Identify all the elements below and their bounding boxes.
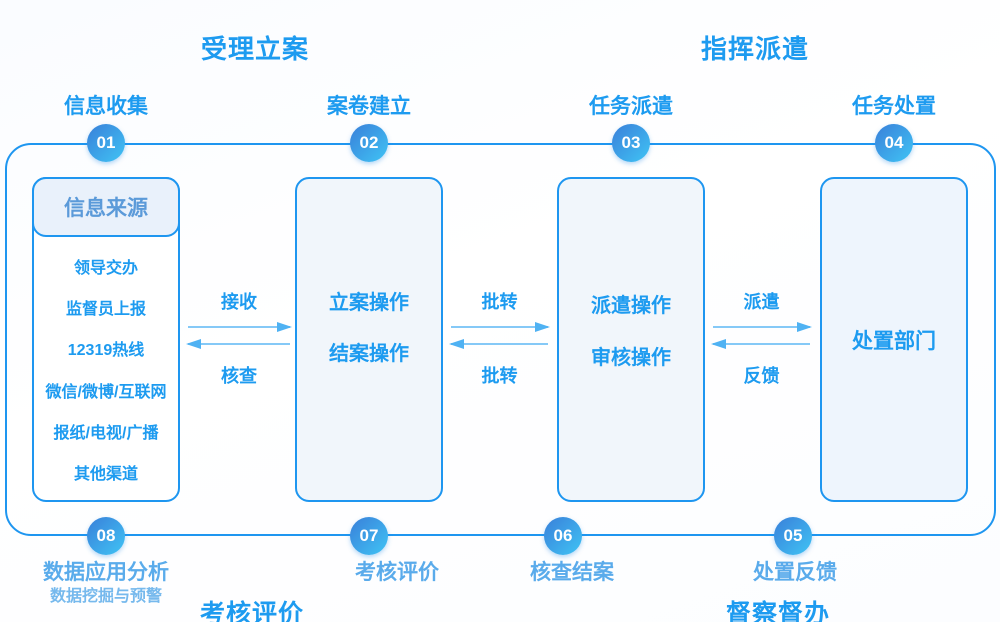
- arrow-right-icon: [277, 322, 292, 332]
- info-source-list: 领导交办 监督员上报 12319热线 微信/微博/互联网 报纸/电视/广播 其他…: [34, 239, 178, 499]
- stage-circle-08: 08: [87, 517, 125, 555]
- dispatch-operation-box: 派遣操作 审核操作: [557, 177, 705, 502]
- source-item-supervisor: 监督员上报: [65, 300, 146, 318]
- workflow-frame: [5, 143, 996, 536]
- info-source-box: 信息来源 领导交办 监督员上报 12319热线 微信/微博/互联网 报纸/电视/…: [32, 177, 180, 502]
- arrow-label-receive: 接收: [221, 292, 257, 312]
- arrow-right-line: [188, 322, 292, 332]
- stage-header-info-collection: 信息收集: [64, 95, 148, 118]
- section-title-command-dispatch: 指挥派遣: [700, 34, 809, 64]
- review-op-label: 审核操作: [591, 347, 671, 369]
- info-source-header: 信息来源: [32, 177, 180, 237]
- stage-circle-03: 03: [612, 124, 650, 162]
- section-title-assessment: 考核评价: [199, 600, 304, 622]
- arrow-left-line: [449, 339, 548, 349]
- bottom-label-data-analysis: 数据应用分析: [43, 561, 169, 584]
- stage-circle-07: 07: [350, 517, 388, 555]
- arrow-group-receive-verify: 接收 核查: [186, 288, 292, 388]
- arrow-label-feedback: 反馈: [743, 366, 780, 386]
- stage-circle-04: 04: [875, 124, 913, 162]
- arrow-right-line: [713, 322, 812, 332]
- arrow-left-icon: [449, 339, 464, 349]
- arrow-left-line: [186, 339, 290, 349]
- source-item-press: 报纸/电视/广播: [53, 424, 159, 442]
- source-item-leader: 领导交办: [73, 259, 138, 277]
- source-item-hotline: 12319热线: [67, 342, 145, 360]
- bottom-label-handling-feedback: 处置反馈: [753, 561, 837, 584]
- stage-header-task-dispatch: 任务派遣: [589, 95, 673, 118]
- arrow-label-verify: 核查: [221, 366, 257, 386]
- arrow-group-dispatch-feedback: 派遣 反馈: [711, 288, 812, 388]
- stage-circle-06: 06: [544, 517, 582, 555]
- source-item-social-media: 微信/微博/互联网: [45, 383, 167, 401]
- arrow-right-icon: [535, 322, 550, 332]
- case-close-label: 结案操作: [329, 343, 409, 365]
- arrow-left-icon: [186, 339, 201, 349]
- section-title-supervision: 督察督办: [725, 600, 830, 622]
- case-open-label: 立案操作: [329, 292, 409, 314]
- handling-department-label: 处置部门: [852, 329, 936, 353]
- stage-circle-05: 05: [774, 517, 812, 555]
- handling-department-box: 处置部门: [820, 177, 968, 502]
- arrow-label-forward-top: 批转: [481, 292, 518, 312]
- bottom-label-assessment: 考核评价: [355, 561, 439, 584]
- arrow-right-line: [451, 322, 550, 332]
- arrow-left-line: [711, 339, 810, 349]
- stage-circle-02: 02: [350, 124, 388, 162]
- stage-circle-01: 01: [87, 124, 125, 162]
- stage-header-task-handling: 任务处置: [852, 95, 936, 118]
- stage-header-case-creation: 案卷建立: [327, 95, 411, 118]
- arrow-group-forward: 批转 批转: [449, 288, 550, 388]
- case-operation-box: 立案操作 结案操作: [295, 177, 443, 502]
- bottom-label-verify-close: 核查结案: [530, 561, 614, 584]
- arrow-label-forward-bottom: 批转: [481, 366, 518, 386]
- arrow-right-icon: [797, 322, 812, 332]
- arrow-left-icon: [711, 339, 726, 349]
- source-item-other: 其他渠道: [73, 466, 138, 484]
- arrow-label-dispatch: 派遣: [743, 292, 780, 312]
- section-title-accept-filing: 受理立案: [200, 34, 309, 64]
- dispatch-op-label: 派遣操作: [591, 295, 671, 317]
- bottom-sublabel-data-mining: 数据挖掘与预警: [49, 588, 162, 605]
